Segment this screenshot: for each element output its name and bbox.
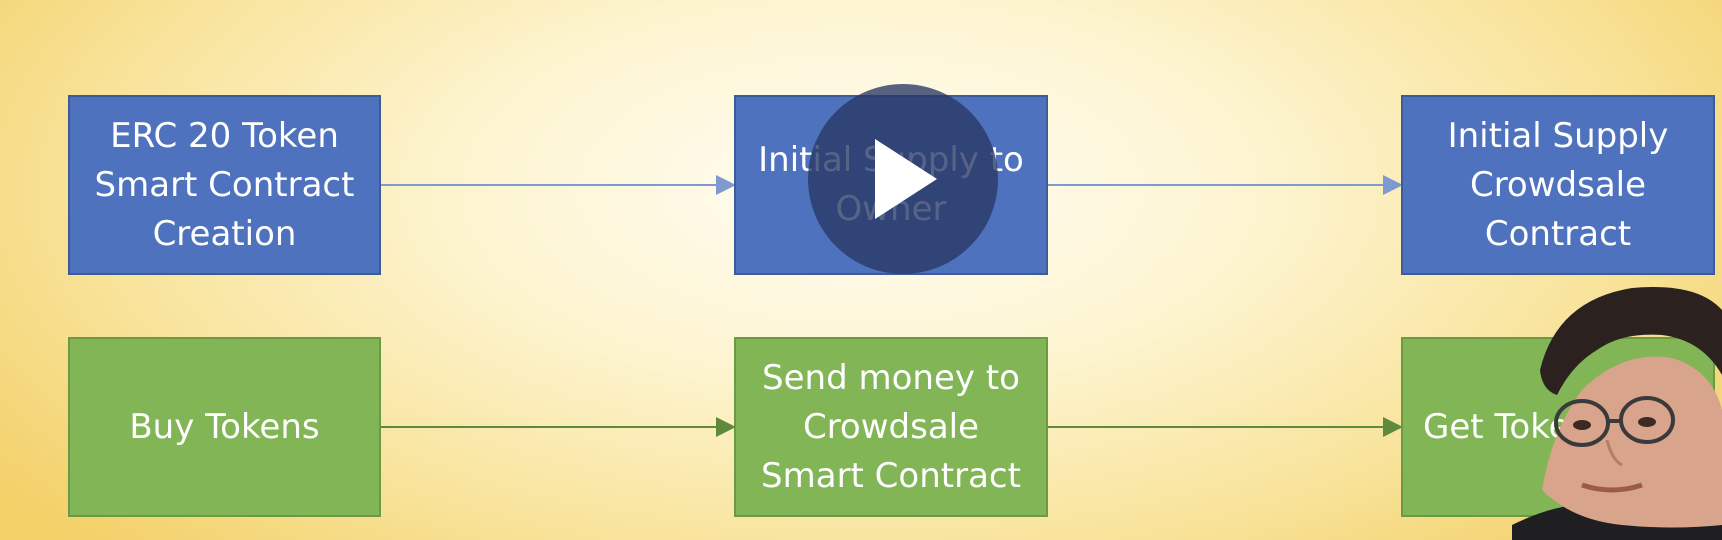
- play-icon: [875, 139, 937, 219]
- box-buy-tokens: Buy Tokens: [68, 337, 381, 517]
- presenter-webcam: [1512, 280, 1722, 540]
- box-line: Crowdsale: [1469, 164, 1647, 205]
- box-initial-supply-crowdsale: Initial Supply Crowdsale Contract: [1401, 95, 1715, 275]
- box-line: Send money to: [762, 357, 1020, 398]
- play-button[interactable]: [808, 84, 998, 274]
- box-line: Smart Contract: [761, 455, 1021, 496]
- box-line: Buy Tokens: [129, 406, 320, 447]
- box-line: Initial Supply: [1447, 115, 1669, 156]
- box-line: Contract: [1484, 213, 1632, 254]
- box-line: Smart Contract: [94, 164, 355, 205]
- box-erc20-token-creation: ERC 20 Token Smart Contract Creation: [68, 95, 381, 275]
- box-send-money: Send money to Crowdsale Smart Contract: [734, 337, 1048, 517]
- box-line: Creation: [152, 213, 297, 254]
- box-line: ERC 20 Token: [110, 115, 339, 156]
- box-line: Crowdsale: [802, 406, 980, 447]
